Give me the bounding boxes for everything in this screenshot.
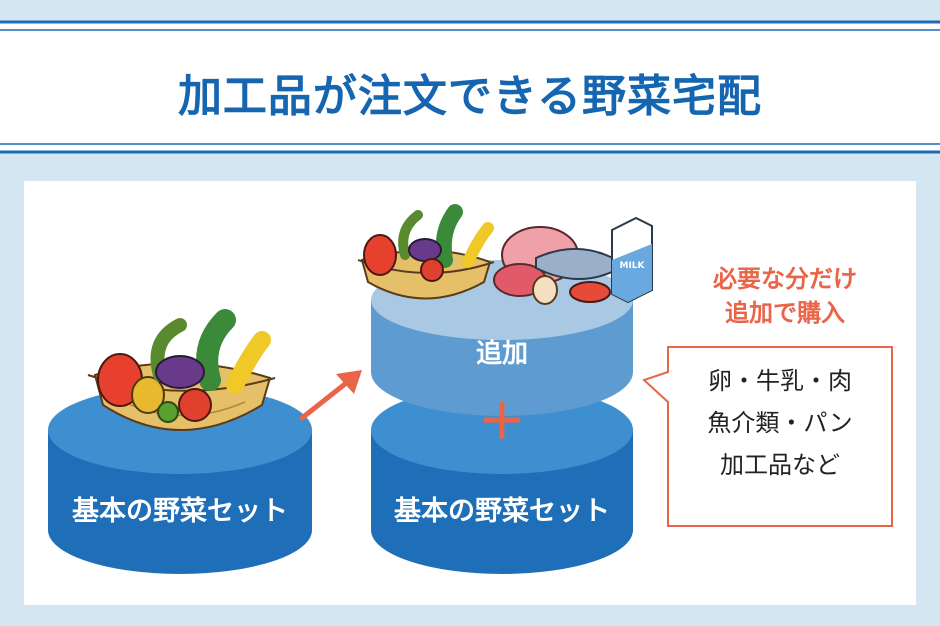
- milk-label: MILK: [619, 261, 645, 271]
- callout-headline-line: 必要な分だけ: [713, 265, 857, 293]
- add-label: 追加: [476, 338, 528, 369]
- callout-items: 卵・牛乳・肉 魚介類・パン 加工品など: [670, 360, 890, 486]
- arrow-icon: [299, 370, 362, 421]
- callout-headline: 必要な分だけ 追加で購入: [665, 262, 905, 330]
- page-title: 加工品が注文できる野菜宅配: [177, 71, 763, 122]
- title-band-graphic: [0, 0, 940, 168]
- callout-headline-line: 追加で購入: [725, 299, 845, 327]
- title-band: 加工品が注文できる野菜宅配: [0, 0, 940, 168]
- callout-item: 魚介類・パン: [707, 409, 853, 437]
- groceries-icon: MILK: [493, 216, 653, 305]
- left-base-label: 基本の野菜セット: [72, 496, 288, 527]
- right-vegetable-basket-icon: [357, 204, 495, 300]
- left-vegetable-basket-icon: [87, 309, 276, 431]
- right-base-label: 基本の野菜セット: [394, 496, 610, 527]
- callout-item: 加工品など: [720, 451, 840, 479]
- callout-bubble: [642, 346, 893, 527]
- plus-icon: ＋: [478, 394, 526, 450]
- callout-item: 卵・牛乳・肉: [708, 367, 852, 395]
